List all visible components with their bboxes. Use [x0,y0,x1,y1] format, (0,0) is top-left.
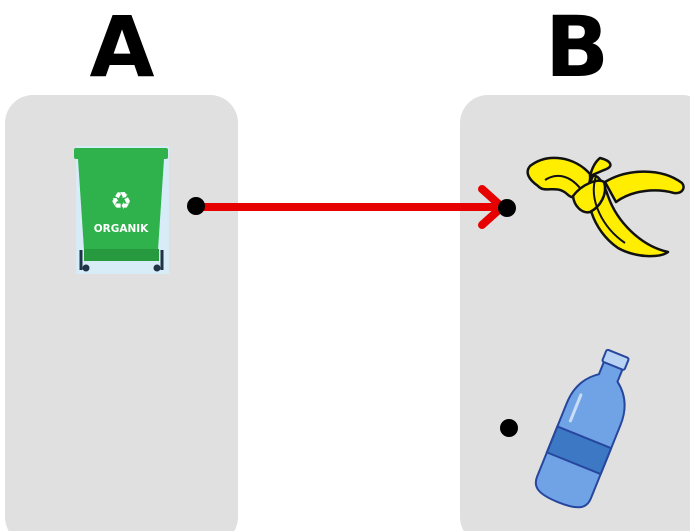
connector-dot-banana[interactable] [498,199,516,217]
banana-peel-icon [526,156,685,258]
connector-dot-bottle[interactable] [500,419,518,437]
recycle-icon: ♻ [110,187,132,215]
column-b-heading: B [544,0,610,96]
column-a-heading: A [89,0,155,96]
connector-dot-bin[interactable] [187,197,205,215]
organic-trash-bin-icon: ♻ ORGANIK [74,146,169,274]
bin-label: ORGANIK [94,223,149,235]
connection-arrow[interactable] [194,185,506,229]
plastic-bottle-icon [534,348,630,509]
